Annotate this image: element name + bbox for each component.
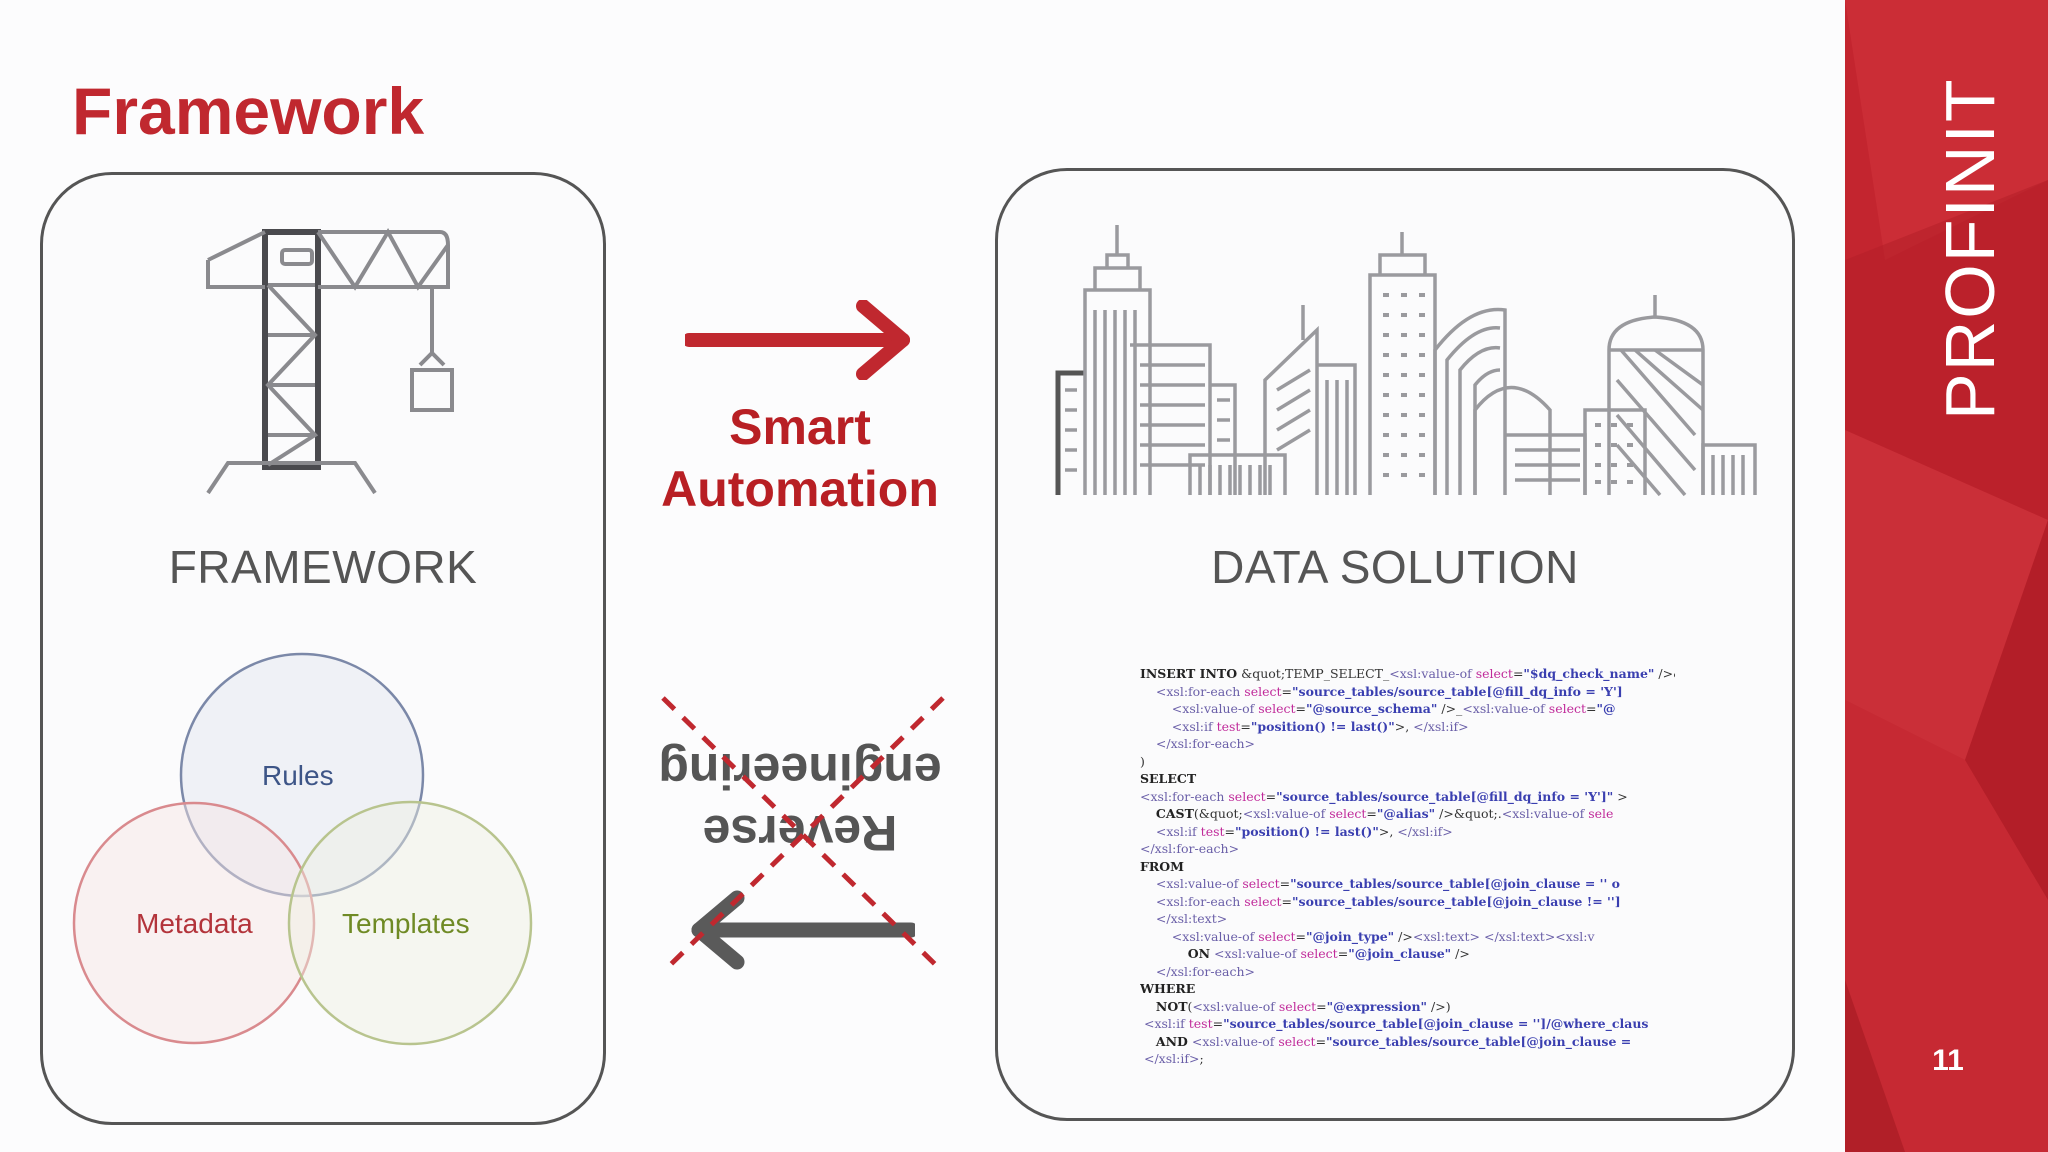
data-solution-panel: [995, 168, 1795, 1121]
brand-logo: PROFINIT: [1931, 77, 2009, 420]
framework-caption: FRAMEWORK: [168, 541, 478, 593]
venn-label-templates: Templates: [342, 908, 470, 939]
page-number: 11: [1932, 1044, 1964, 1077]
city-skyline-icon: [1055, 225, 1757, 497]
arrow-right-icon: [685, 300, 910, 380]
brand-band: [1845, 0, 2048, 1152]
smart-automation-label: Smart Automation: [630, 396, 970, 520]
band-pattern: [1845, 0, 2048, 1152]
venn-label-rules: Rules: [262, 760, 334, 791]
crane-icon: [206, 227, 454, 495]
smart-label-line1: Smart: [729, 399, 871, 455]
arrow-left-icon: [691, 890, 915, 970]
metadata-circle: [72, 801, 316, 1045]
smart-label-line2: Automation: [661, 461, 939, 517]
data-solution-caption: DATA SOLUTION: [1211, 541, 1579, 593]
xsl-code-snippet: INSERT INTO &quot;TEMP_SELECT_<xsl:value…: [1140, 666, 1675, 1066]
framework-panel: [40, 172, 606, 1125]
rules-circle: [179, 652, 425, 898]
page-title: Framework: [72, 74, 425, 148]
venn-label-metadata: Metadata: [136, 908, 253, 939]
cross-out-icon: [661, 696, 945, 974]
venn-diagram: [72, 652, 533, 1046]
templates-circle: [287, 800, 533, 1046]
